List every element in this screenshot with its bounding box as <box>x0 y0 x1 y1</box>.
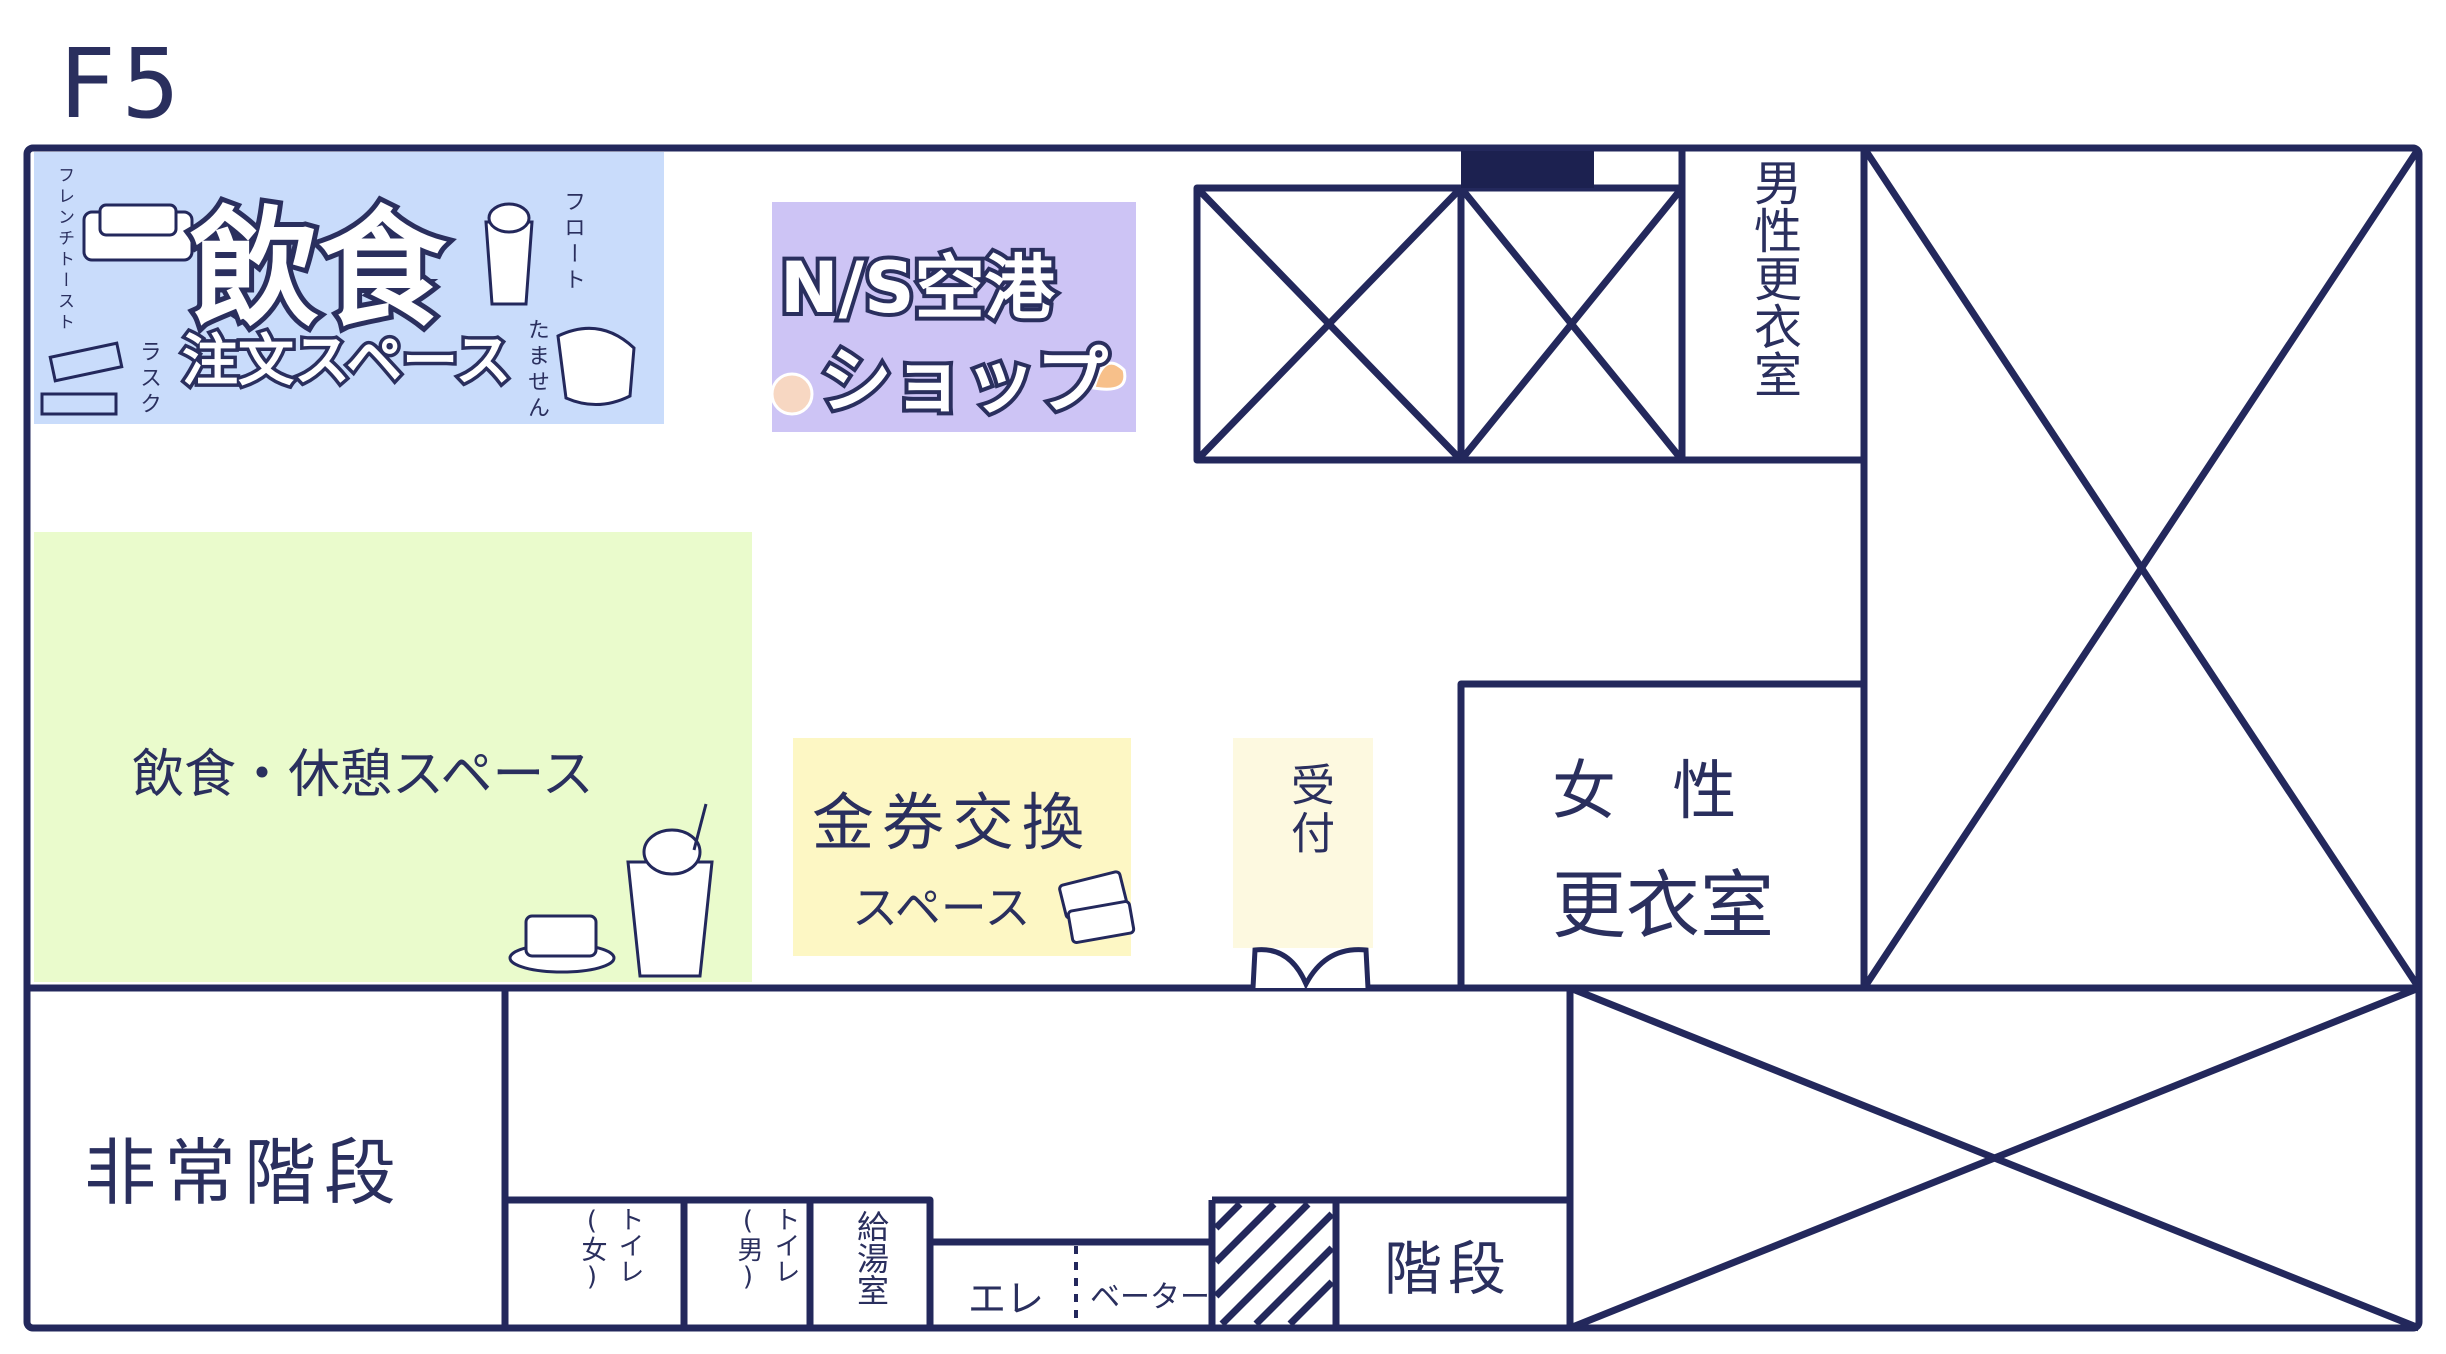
ticket-exchange-label-2: スペース <box>852 881 1031 935</box>
shop-area <box>772 202 1136 432</box>
toilet-female-label: トイレ(女) <box>577 1206 644 1292</box>
ticket-icon <box>1058 870 1136 945</box>
elevator-label-2: ベーター <box>1090 1280 1210 1315</box>
food-order-area <box>34 152 664 424</box>
door-marker <box>1461 151 1594 188</box>
floor-label: F5 <box>58 28 186 140</box>
shop-title: N/S空港 <box>776 243 1059 333</box>
food-order-subtitle: 注文スペース <box>178 326 514 398</box>
female-locker-label-2: 更衣室 <box>1552 863 1774 949</box>
tamasen-icon <box>556 326 636 407</box>
menu-item-french-toast: フレンチトースト <box>54 166 74 334</box>
menu-item-tamasen: たません <box>524 318 549 422</box>
french-toast-icon <box>82 203 194 262</box>
menu-item-float: フロート <box>560 190 585 294</box>
female-locker-label-1: 女 性 <box>1552 755 1755 829</box>
toilet-male-label: トイレ(男) <box>733 1206 800 1292</box>
ticket-exchange-label-1: 金券交換 <box>812 786 1093 859</box>
toast-plate-icon <box>508 914 616 974</box>
stair-hatch <box>1213 1201 1335 1327</box>
reception-area <box>1233 738 1373 948</box>
outer-wall <box>23 144 2423 1332</box>
reception-counter <box>1250 947 1371 990</box>
shop-shrimp-icon <box>1092 361 1127 391</box>
rusk-icon <box>40 341 124 416</box>
float-glass-icon <box>484 202 534 306</box>
menu-item-rusk: ラスク <box>136 340 161 418</box>
shop-subtitle: ショップ <box>816 335 1112 427</box>
reception-label: 受付 <box>1283 762 1334 858</box>
kitchenette-label: 給湯室 <box>852 1210 890 1306</box>
drink-glass-icon <box>626 803 714 978</box>
emergency-stairs-label: 非常階段 <box>84 1131 405 1215</box>
elevator-label-1: エレ <box>968 1277 1045 1321</box>
stairs-label: 階段 <box>1384 1235 1513 1303</box>
food-order-title: 飲食 <box>185 190 451 349</box>
rest-area-label: 飲食・休憩スペース <box>132 745 594 805</box>
male-locker-label: 男性更衣室 <box>1745 158 1801 398</box>
shop-badge-icon <box>770 372 814 416</box>
